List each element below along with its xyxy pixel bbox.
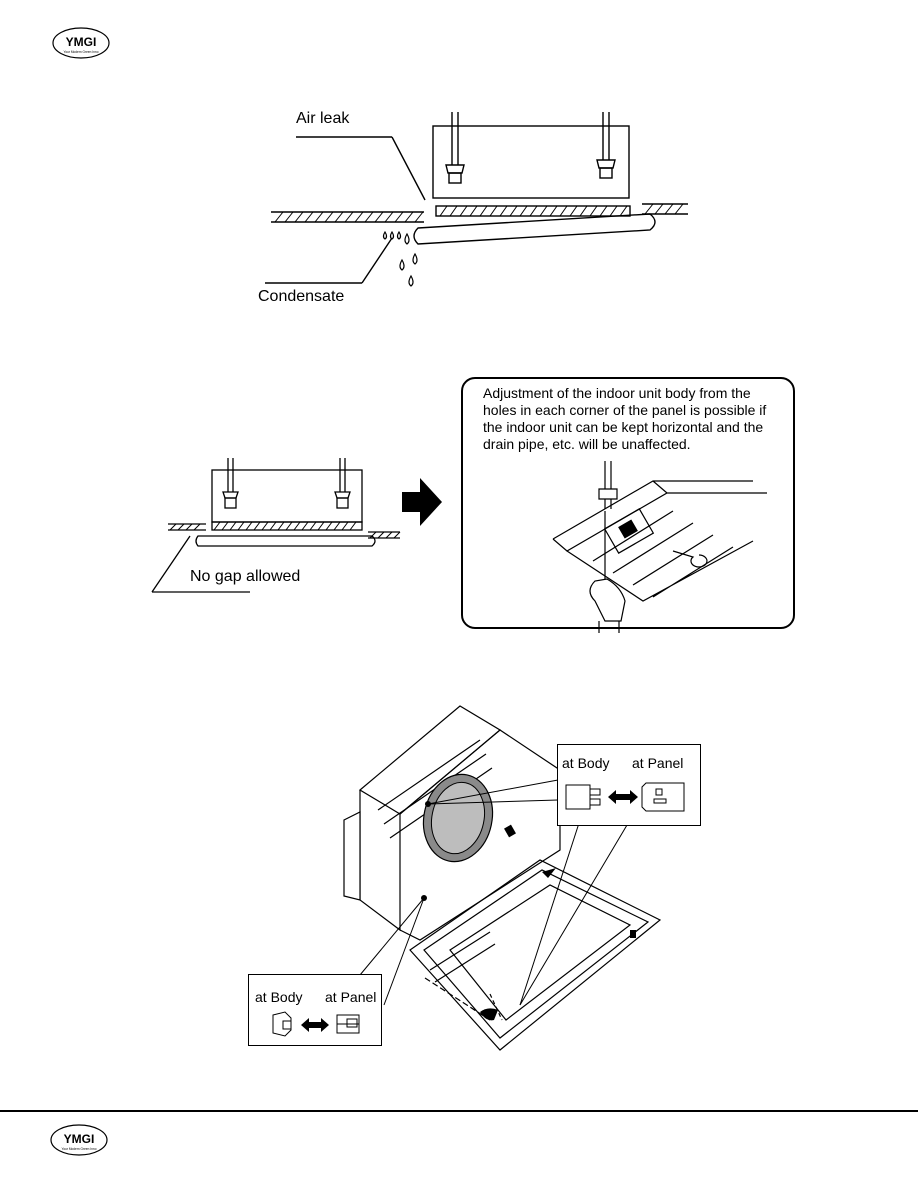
adjustment-note-text: Adjustment of the indoor unit body from … — [483, 385, 767, 452]
connector-callout-bottom: at Body at Panel — [248, 974, 382, 1046]
ymgi-logo-icon: YMGI Your Modern Green Inno — [50, 1124, 108, 1156]
callout-bottom-body-label: at Body — [255, 989, 303, 1005]
air-leak-label: Air leak — [296, 110, 350, 127]
connector-pair-illustration-bottom — [272, 1011, 360, 1037]
connector-callout-top: at Body at Panel — [557, 744, 701, 826]
callout-bottom-panel-label: at Panel — [325, 989, 377, 1005]
cassette-panel-diagram — [343, 705, 662, 1051]
svg-text:YMGI: YMGI — [66, 35, 97, 49]
svg-text:Your Modern Green Inno: Your Modern Green Inno — [62, 1147, 97, 1151]
figure-air-leak: Air leak Condensate — [0, 0, 918, 330]
condensate-label: Condensate — [258, 288, 345, 305]
no-gap-diagram — [151, 458, 442, 593]
no-gap-label: No gap allowed — [190, 568, 301, 585]
figure-no-gap: No gap allowed — [0, 440, 460, 610]
callout-top-body-label: at Body — [562, 755, 610, 771]
double-arrow-icon — [608, 790, 638, 804]
right-arrow-icon — [402, 478, 442, 526]
air-leak-diagram — [265, 112, 688, 287]
svg-text:YMGI: YMGI — [64, 1132, 95, 1146]
adjustment-note-panel: Adjustment of the indoor unit body from … — [461, 377, 795, 633]
ymgi-logo-icon: YMGI Your Modern Green Inno — [52, 27, 110, 59]
callout-top-panel-label: at Panel — [632, 755, 684, 771]
double-arrow-icon — [301, 1018, 329, 1032]
svg-text:Your Modern Green Inno: Your Modern Green Inno — [64, 50, 99, 54]
footer-logo: YMGI Your Modern Green Inno — [50, 1124, 108, 1161]
connector-pair-illustration — [565, 782, 685, 812]
figure-connector — [330, 700, 700, 1060]
panel-adjustment-illustration — [552, 461, 767, 633]
header-logo: YMGI Your Modern Green Inno — [52, 27, 110, 64]
footer-rule — [0, 1110, 918, 1112]
